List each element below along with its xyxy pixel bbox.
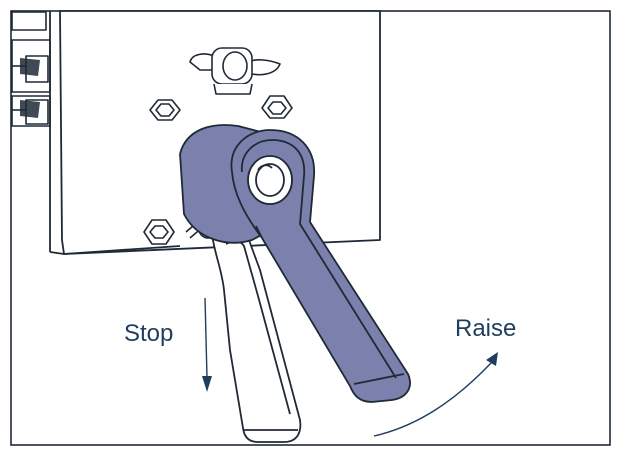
arrow-down-icon [202,298,212,392]
left-fittings [12,12,50,126]
stop-label: Stop [124,322,173,346]
raise-label: Raise [455,317,516,341]
